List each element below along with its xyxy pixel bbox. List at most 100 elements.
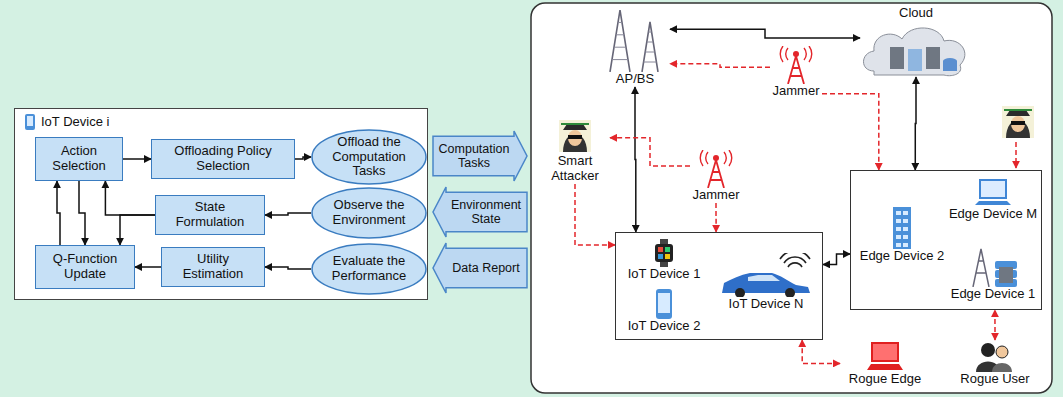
link-connector	[123, 158, 151, 160]
hacker-icon-part	[568, 130, 582, 146]
labeled-icon: Rogue Edge	[840, 340, 930, 387]
labeled-icon: IoT Device 1	[624, 239, 704, 282]
car-icon-part	[735, 288, 745, 297]
link-connector	[634, 87, 636, 232]
phone-icon-part	[656, 289, 672, 319]
cloud-icon-part	[864, 28, 965, 76]
icon-label: Jammer	[693, 188, 740, 203]
attack-connector	[994, 310, 996, 340]
towers-icon-part	[612, 59, 628, 60]
attack-connector	[575, 184, 615, 245]
device-icon	[860, 21, 972, 77]
link-connector	[295, 157, 311, 159]
labeled-icon: Smart Attacker	[540, 118, 610, 184]
car-icon-part	[748, 275, 780, 281]
link-connector	[120, 215, 155, 245]
node-label: State Formulation	[162, 200, 258, 230]
device-icon	[862, 340, 908, 372]
device-icon	[600, 10, 670, 72]
icon-label: Rogue User	[960, 372, 1029, 387]
flow-arrow: Environment State	[432, 186, 528, 238]
hacker-icon-part	[568, 135, 582, 139]
labeled-icon: Edge Device 2	[857, 205, 947, 264]
users-icon-part	[992, 363, 1012, 372]
node-label: Utility Estimation	[168, 252, 258, 282]
device-group: IoT Device 1 IoT Device 2 IoT Device N	[615, 232, 823, 340]
process-box: State Formulation	[155, 195, 265, 235]
tower-server-icon-part	[973, 249, 989, 287]
device-panel: IoT Device iAction SelectionOffloading P…	[14, 108, 428, 300]
towers-icon-part	[648, 32, 651, 33]
device-icon	[973, 177, 1013, 207]
jammer-icon-part	[793, 51, 799, 57]
action-ellipse: Evaluate the Performance	[311, 243, 427, 295]
cloud-icon-part	[926, 47, 940, 69]
node-label: Environment State	[450, 198, 522, 227]
device-group: Edge Device MEdge Device 2Edge Device 1	[850, 170, 1042, 310]
icon-label: IoT Device N	[729, 297, 804, 312]
node-label: Action Selection	[42, 144, 116, 174]
attack-connector	[802, 340, 840, 363]
node-label: Q-Function Update	[42, 252, 128, 282]
laptop-icon-part	[975, 201, 1011, 205]
cloud-icon-part	[890, 47, 904, 69]
labeled-icon: AP/BS	[600, 10, 670, 87]
device-icon	[652, 239, 676, 267]
link-connector	[79, 181, 85, 245]
flow-arrow: Data Report	[432, 242, 528, 294]
phone-icon-part	[25, 114, 35, 130]
link-connector	[823, 254, 850, 264]
car-icon-part	[785, 288, 795, 297]
towers-icon-part	[642, 22, 658, 72]
labeled-icon: Rogue User	[950, 340, 1040, 387]
tower-server-icon-part	[999, 267, 1013, 283]
labeled-icon: Edge Device M	[947, 177, 1039, 222]
hacker-icon-part	[1011, 121, 1025, 125]
icon-label: IoT Device 1	[628, 267, 701, 282]
attack-arrow	[1015, 142, 1017, 168]
cloud-icon-part	[943, 61, 957, 71]
laptop-icon-part	[981, 181, 1005, 197]
icon-label: AP/BS	[616, 72, 654, 87]
action-ellipse: Offload the Computation Tasks	[311, 129, 427, 185]
icon-label: Rogue Edge	[849, 372, 921, 387]
rogue-laptop-icon-part	[873, 344, 897, 360]
device-icon	[654, 289, 674, 319]
cloud-icon-part	[908, 49, 922, 71]
building-icon-part	[896, 235, 901, 239]
watch-icon-part	[655, 244, 673, 262]
jammer-icon-part	[700, 150, 732, 166]
labeled-icon: IoT Device N	[716, 253, 816, 312]
link-connector	[57, 181, 60, 245]
arrow-shape	[433, 131, 527, 181]
car-icon-part	[780, 253, 810, 267]
node-label: Observe the Environment	[327, 198, 411, 228]
node-label: Evaluate the Performance	[327, 254, 411, 284]
device-icon	[972, 340, 1018, 372]
device-icon	[557, 118, 593, 154]
towers-icon-part	[618, 22, 622, 23]
device-icon	[887, 205, 917, 249]
attacker-icon	[1002, 106, 1034, 138]
labeled-icon: Jammer	[690, 150, 742, 203]
building-icon-part	[903, 227, 908, 231]
building-icon-part	[903, 235, 908, 239]
arrow-shape	[433, 187, 527, 237]
phone-icon-part	[658, 293, 670, 313]
link-connector	[915, 77, 917, 170]
hacker-icon-part	[1011, 116, 1025, 132]
labeled-icon: IoT Device 2	[624, 289, 704, 334]
rogue-laptop-icon-part	[871, 342, 899, 362]
towers-icon-part	[616, 34, 624, 35]
device-icon	[718, 253, 814, 297]
phone-icon-part	[27, 116, 33, 126]
link-connector	[135, 266, 161, 268]
watch-icon-part	[665, 247, 670, 252]
hacker-icon-part	[1002, 106, 1034, 138]
watch-icon-part	[658, 247, 663, 252]
building-icon-part	[896, 211, 901, 215]
arrow-shape	[433, 243, 527, 293]
attack-connector	[670, 64, 770, 67]
building-icon-part	[893, 207, 911, 249]
link-connector	[265, 213, 311, 215]
